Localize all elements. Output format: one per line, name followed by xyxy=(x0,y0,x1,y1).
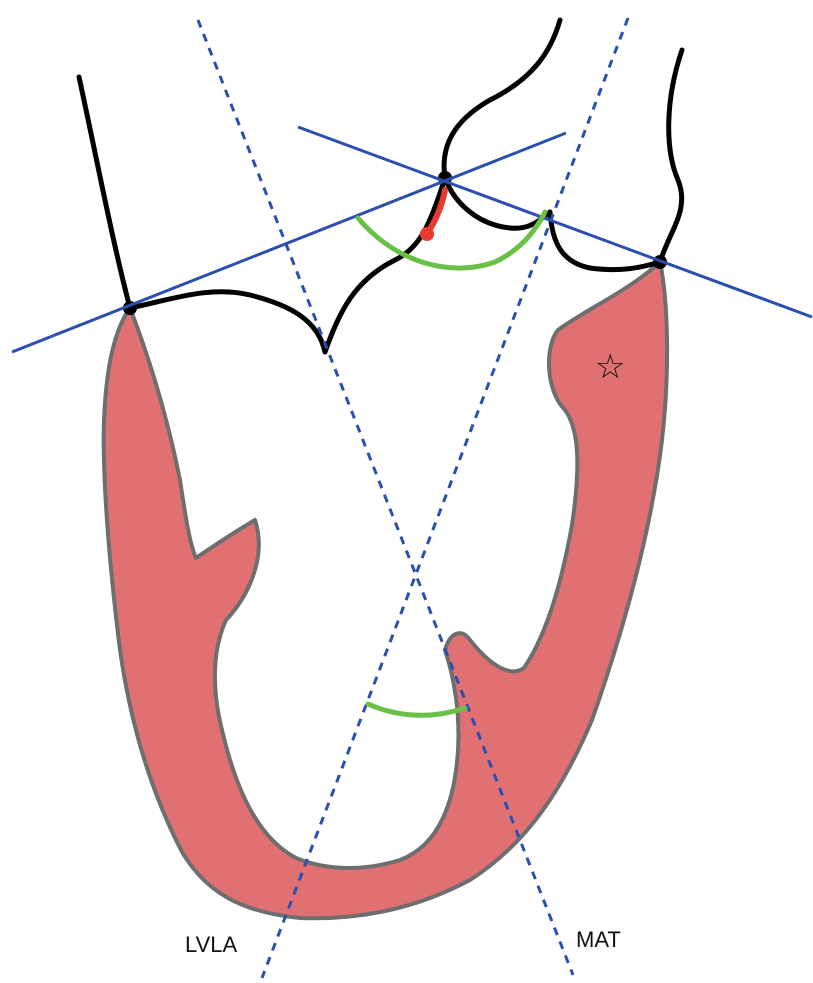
aortic-root-contour xyxy=(444,20,560,178)
valve-outline xyxy=(79,20,682,352)
highlight-endpoint xyxy=(420,227,434,241)
upper-angle-arc xyxy=(358,212,545,268)
left-ventricle-myocardium xyxy=(104,262,667,918)
anterior-leaflet-contour xyxy=(130,178,445,352)
lvla-axis-label: LVLA xyxy=(185,932,237,958)
annular-plane-line-left xyxy=(12,133,566,352)
left-atrial-wall xyxy=(79,77,130,308)
annular-plane-line-right xyxy=(298,127,812,317)
lower-angle-arc xyxy=(368,704,465,715)
right-atrial-wall xyxy=(660,50,682,262)
star-icon: ☆ xyxy=(595,350,625,384)
mat-axis-label: MAT xyxy=(576,927,621,953)
